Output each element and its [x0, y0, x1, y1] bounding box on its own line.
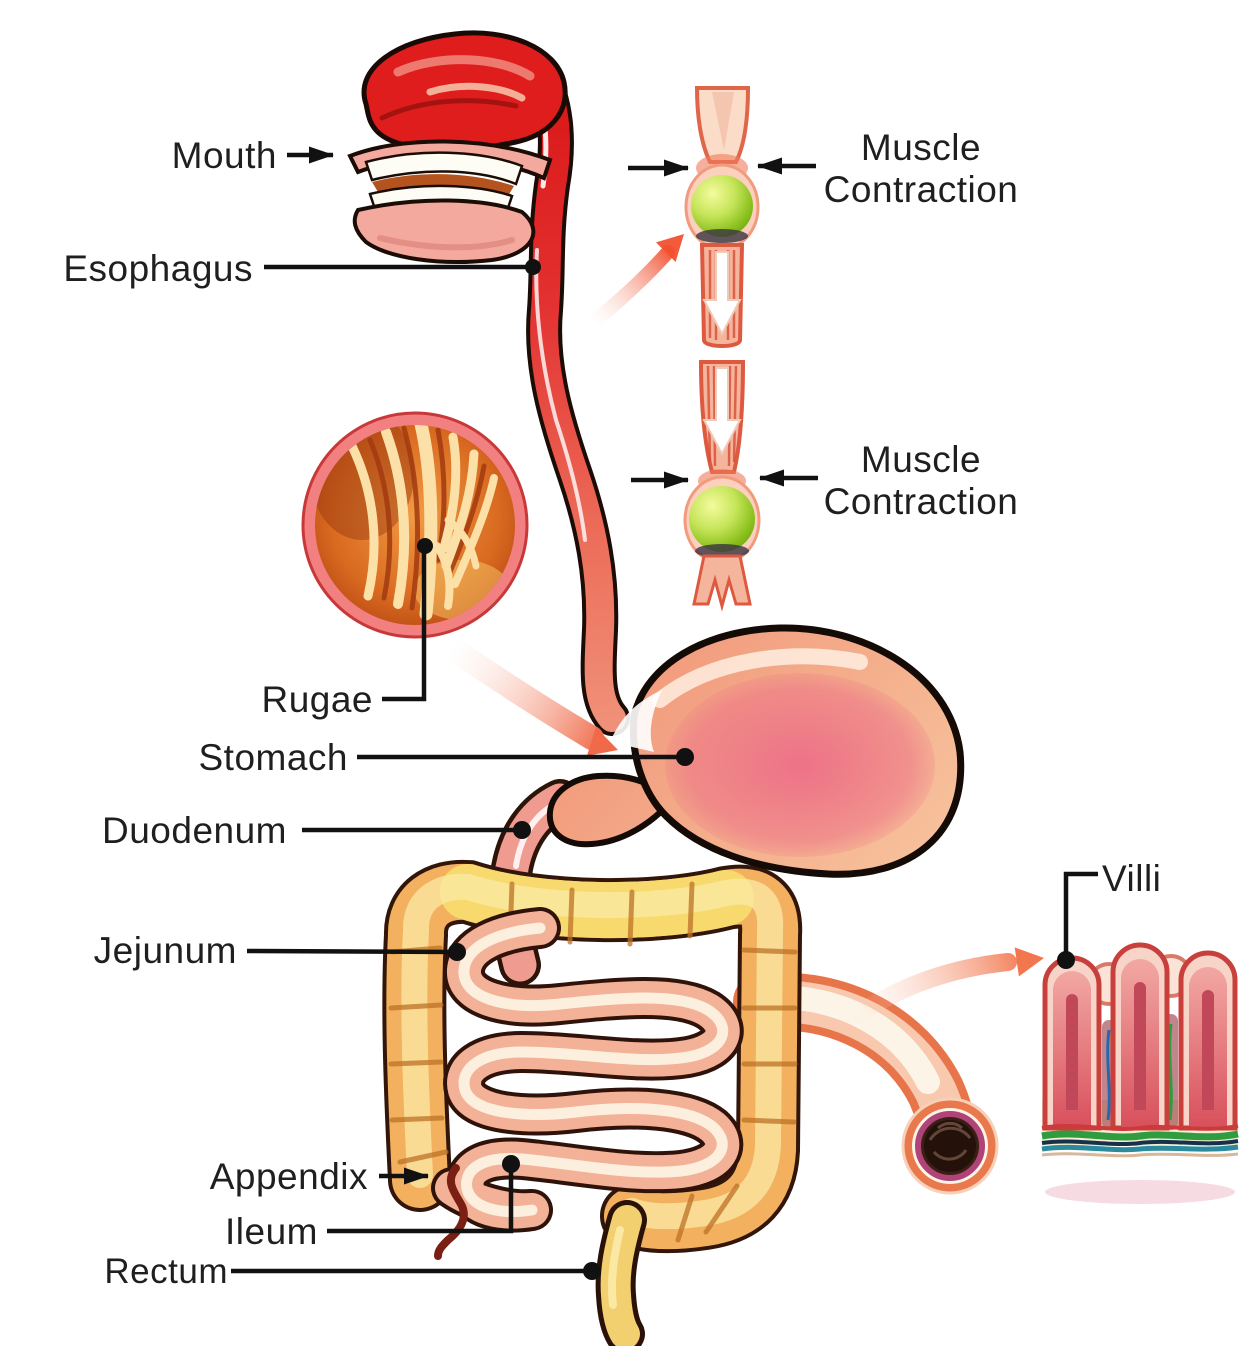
food-bolus [689, 486, 755, 552]
label-mouth: Mouth [172, 135, 277, 176]
label-appendix: Appendix [210, 1156, 368, 1197]
peristalsis-inset-lower [683, 360, 761, 612]
arrow-shaft [843, 953, 1017, 1027]
villus-finger [1042, 955, 1102, 1131]
stomach-dot [676, 748, 694, 766]
ileum-dot [502, 1155, 520, 1173]
label-muscle-contraction-lower-2: Contraction [824, 481, 1019, 522]
esophagus-to-inset-arrow [587, 234, 684, 329]
tube-striation [932, 1149, 968, 1161]
small-intestine-highlight [458, 922, 729, 1218]
upper-teeth [364, 151, 524, 186]
label-villi: Villi [1102, 858, 1161, 899]
tube-to-villi-arrow [843, 947, 1044, 1027]
rugae-line [382, 548, 427, 702]
rugae-to-stomach-arrow-shaft [440, 636, 604, 750]
villi-base-layers [1041, 1124, 1239, 1158]
arrowhead [656, 234, 684, 262]
rugae-inset [301, 411, 618, 756]
label-muscle-contraction-upper-2: Contraction [824, 169, 1019, 210]
rugae-dot [417, 538, 433, 554]
upper-face-highlight [393, 55, 535, 81]
label-esophagus: Esophagus [63, 248, 253, 289]
rectum-dot [583, 1262, 601, 1280]
arrow-shaft [587, 245, 675, 329]
tube-lower-flare [692, 554, 752, 612]
villus-finger [1178, 950, 1238, 1131]
jejunum-dot [448, 943, 466, 961]
esophagus-highlight-lower [534, 248, 587, 542]
downward-flow-arrow [702, 251, 742, 337]
funnel-shade [712, 92, 734, 150]
stomach-cardia-notch [610, 690, 662, 752]
label-stomach: Stomach [198, 737, 348, 778]
upper-face-crease [379, 98, 519, 121]
tube-striation [928, 1126, 972, 1141]
labels: Mouth Esophagus Muscle Contraction Muscl… [63, 127, 1161, 1291]
bolus-shadow [696, 229, 748, 243]
villus-vessel-green [1168, 1023, 1173, 1121]
lower-jaw-tongue [352, 198, 536, 264]
label-muscle-contraction-upper-1: Muscle [861, 127, 981, 168]
villi-dot [1057, 951, 1075, 969]
esophagus-dot [525, 259, 541, 275]
label-jejunum: Jejunum [94, 930, 237, 971]
villi-inset [1041, 942, 1239, 1204]
label-muscle-contraction-lower-1: Muscle [861, 439, 981, 480]
label-rectum: Rectum [104, 1252, 228, 1291]
label-duodenum: Duodenum [102, 810, 287, 851]
tube-striations [706, 365, 738, 467]
stomach-illustration [546, 624, 965, 878]
stomach-inner-shade [665, 673, 935, 857]
mouth-illustration [347, 30, 568, 264]
jaw-shade [377, 235, 515, 251]
villi-line [1063, 871, 1098, 958]
label-ileum: Ileum [225, 1211, 318, 1252]
colon-highlight [401, 873, 784, 1230]
tube-striation [937, 1121, 963, 1130]
downward-flow-arrow [702, 367, 742, 457]
villus-finger [1110, 942, 1170, 1131]
duodenum-dot [513, 821, 531, 839]
peristalsis-inset-upper [684, 86, 760, 348]
rugae-to-stomach-arrowhead [586, 727, 618, 756]
villi-shadow [1045, 1180, 1235, 1204]
upper-face-cream [426, 82, 526, 102]
ileum-line [327, 1166, 514, 1234]
stomach-top-highlight [652, 648, 868, 708]
stomach-antrum [546, 772, 677, 848]
jejunum-line [246, 948, 458, 955]
small-intestine-illustration [431, 907, 744, 1233]
upper-face-mass [361, 30, 568, 153]
rectum-illustration [595, 1200, 647, 1346]
villus-vessel-blue [1106, 1029, 1111, 1121]
label-rugae: Rugae [261, 679, 373, 720]
leader-lines [231, 146, 1098, 1280]
arrowhead [1014, 947, 1044, 977]
appendix-illustration [434, 1164, 468, 1260]
rectum-highlight [607, 1226, 624, 1309]
food-bolus [691, 175, 753, 237]
